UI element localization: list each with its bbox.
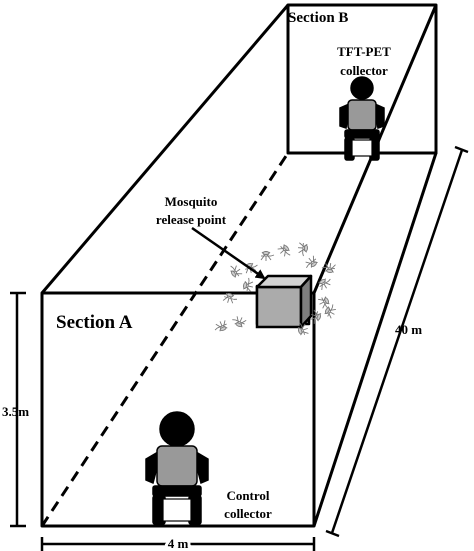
- floor-left-edge-dashed: [40, 152, 290, 527]
- mosquito-icon: [297, 322, 309, 336]
- mosquito-swarm: [214, 242, 336, 336]
- chair-back: [162, 498, 192, 522]
- tft-collector-label-line1: TFT-PET: [337, 44, 391, 59]
- height-dimension-label: 3.5m: [2, 404, 29, 419]
- release-point-arrow: [191, 226, 266, 280]
- width-dimension: [40, 537, 316, 551]
- section-a-label: Section A: [56, 312, 133, 333]
- head: [159, 411, 195, 447]
- control-collector-figure: [145, 411, 209, 525]
- mosquito-icon: [324, 304, 336, 319]
- length-dimension: [325, 145, 469, 538]
- seat: [344, 129, 380, 139]
- mosquito-icon: [310, 309, 322, 324]
- torso: [347, 99, 377, 131]
- mosquito-icon: [321, 262, 336, 273]
- mosquito-icon: [305, 255, 318, 269]
- mosquito-release-box-front: [255, 274, 313, 329]
- chair-back: [351, 139, 373, 157]
- control-collector-label-line2: collector: [224, 506, 272, 521]
- seat: [152, 485, 202, 497]
- mosquito-icon: [318, 278, 331, 291]
- mosquito-icon: [260, 251, 275, 261]
- release-point-label-line1: Mosquito: [165, 194, 218, 209]
- floor-right-edge: [312, 152, 438, 527]
- mosquito-icon: [214, 320, 228, 332]
- mosquito-icon: [222, 292, 237, 304]
- section-a-front-face: [40, 291, 316, 528]
- tft-pet-collector-figure: [339, 76, 385, 161]
- mosquito-icon: [297, 242, 308, 257]
- mosquito-icon: [277, 244, 291, 257]
- mosquito-icon: [230, 265, 243, 278]
- right-arm: [195, 450, 209, 485]
- head: [350, 76, 374, 100]
- tunnel-frame: [40, 3, 438, 528]
- mosquito-icon: [318, 296, 330, 309]
- torso: [156, 445, 198, 487]
- height-dimension: [10, 291, 26, 528]
- left-arm: [145, 450, 159, 485]
- tft-collector-label-line2: collector: [340, 63, 388, 78]
- release-point-label-line2: release point: [156, 212, 227, 227]
- mosquito-icon: [243, 277, 254, 293]
- mosquito-icon: [232, 316, 247, 328]
- top-left-edge: [40, 4, 290, 294]
- section-b-label: Section B: [288, 10, 348, 26]
- width-dimension-label: 4 m: [168, 536, 189, 551]
- length-dimension-label: 40 m: [395, 322, 422, 337]
- control-collector-label-line1: Control: [226, 488, 269, 503]
